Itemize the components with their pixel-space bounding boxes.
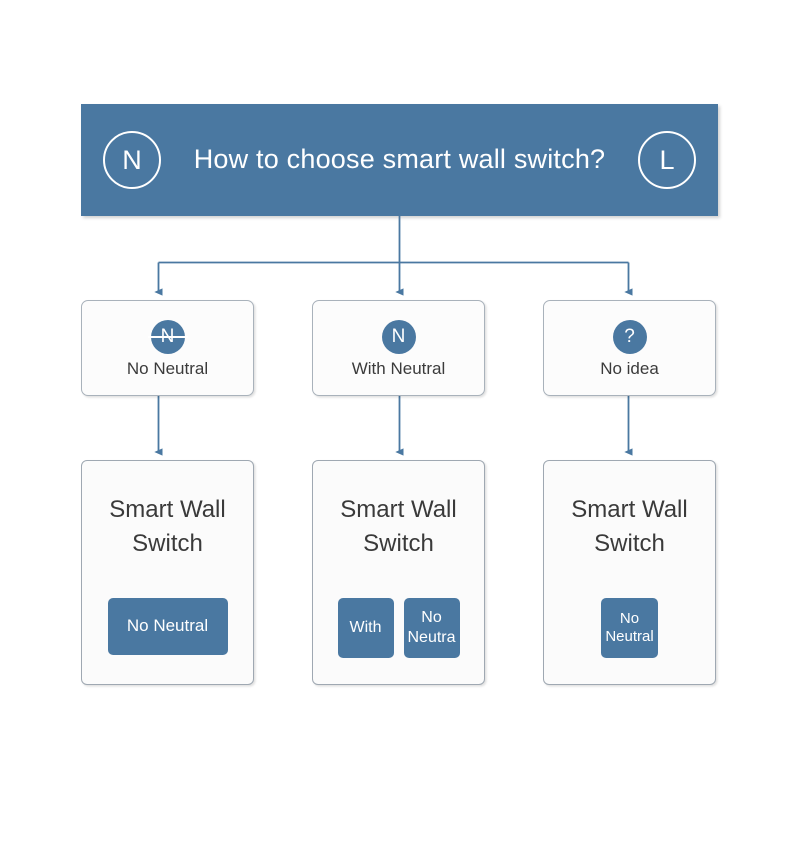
circle-letter-l-icon: L bbox=[638, 131, 696, 189]
switch-variant-button[interactable]: With bbox=[337, 598, 394, 658]
product-button-row: No Neutral bbox=[82, 598, 253, 655]
product-button-row: With No Neutra bbox=[313, 598, 484, 658]
switch-variant-button[interactable]: No Neutral bbox=[601, 598, 658, 658]
option-badge-label: N bbox=[391, 326, 406, 347]
switch-variant-button[interactable]: No Neutra bbox=[403, 598, 460, 658]
option-label: No idea bbox=[600, 358, 659, 378]
product-card-no-idea[interactable]: Smart Wall Switch No Neutral bbox=[543, 460, 716, 685]
product-title: Smart Wall Switch bbox=[571, 496, 688, 558]
circle-n-icon: N bbox=[381, 319, 416, 354]
page-title: How to choose smart wall switch? bbox=[193, 144, 606, 175]
header-left-badge-label: N bbox=[122, 144, 142, 175]
circle-letter-n-icon: N bbox=[103, 131, 161, 189]
circle-n-struck-icon: N bbox=[150, 319, 185, 354]
circle-question-icon: ? bbox=[612, 319, 647, 354]
header-banner: N How to choose smart wall switch? L bbox=[81, 104, 718, 216]
product-card-with-and-no-neutral[interactable]: Smart Wall Switch With No Neutra bbox=[312, 460, 485, 685]
option-badge-label: ? bbox=[624, 326, 635, 347]
option-label: With Neutral bbox=[351, 358, 446, 378]
option-label: No Neutral bbox=[126, 358, 209, 378]
switch-variant-button[interactable]: No Neutral bbox=[107, 598, 228, 655]
option-box-no-neutral[interactable]: N No Neutral bbox=[81, 300, 254, 396]
product-button-row: No Neutral bbox=[544, 598, 715, 658]
option-box-with-neutral[interactable]: N With Neutral bbox=[312, 300, 485, 396]
product-card-no-neutral[interactable]: Smart Wall Switch No Neutral bbox=[81, 460, 254, 685]
option-badge-label: N bbox=[160, 326, 175, 347]
product-title: Smart Wall Switch bbox=[340, 496, 457, 558]
header-right-badge-label: L bbox=[659, 144, 675, 175]
option-box-no-idea[interactable]: ? No idea bbox=[543, 300, 716, 396]
product-title: Smart Wall Switch bbox=[109, 496, 226, 558]
